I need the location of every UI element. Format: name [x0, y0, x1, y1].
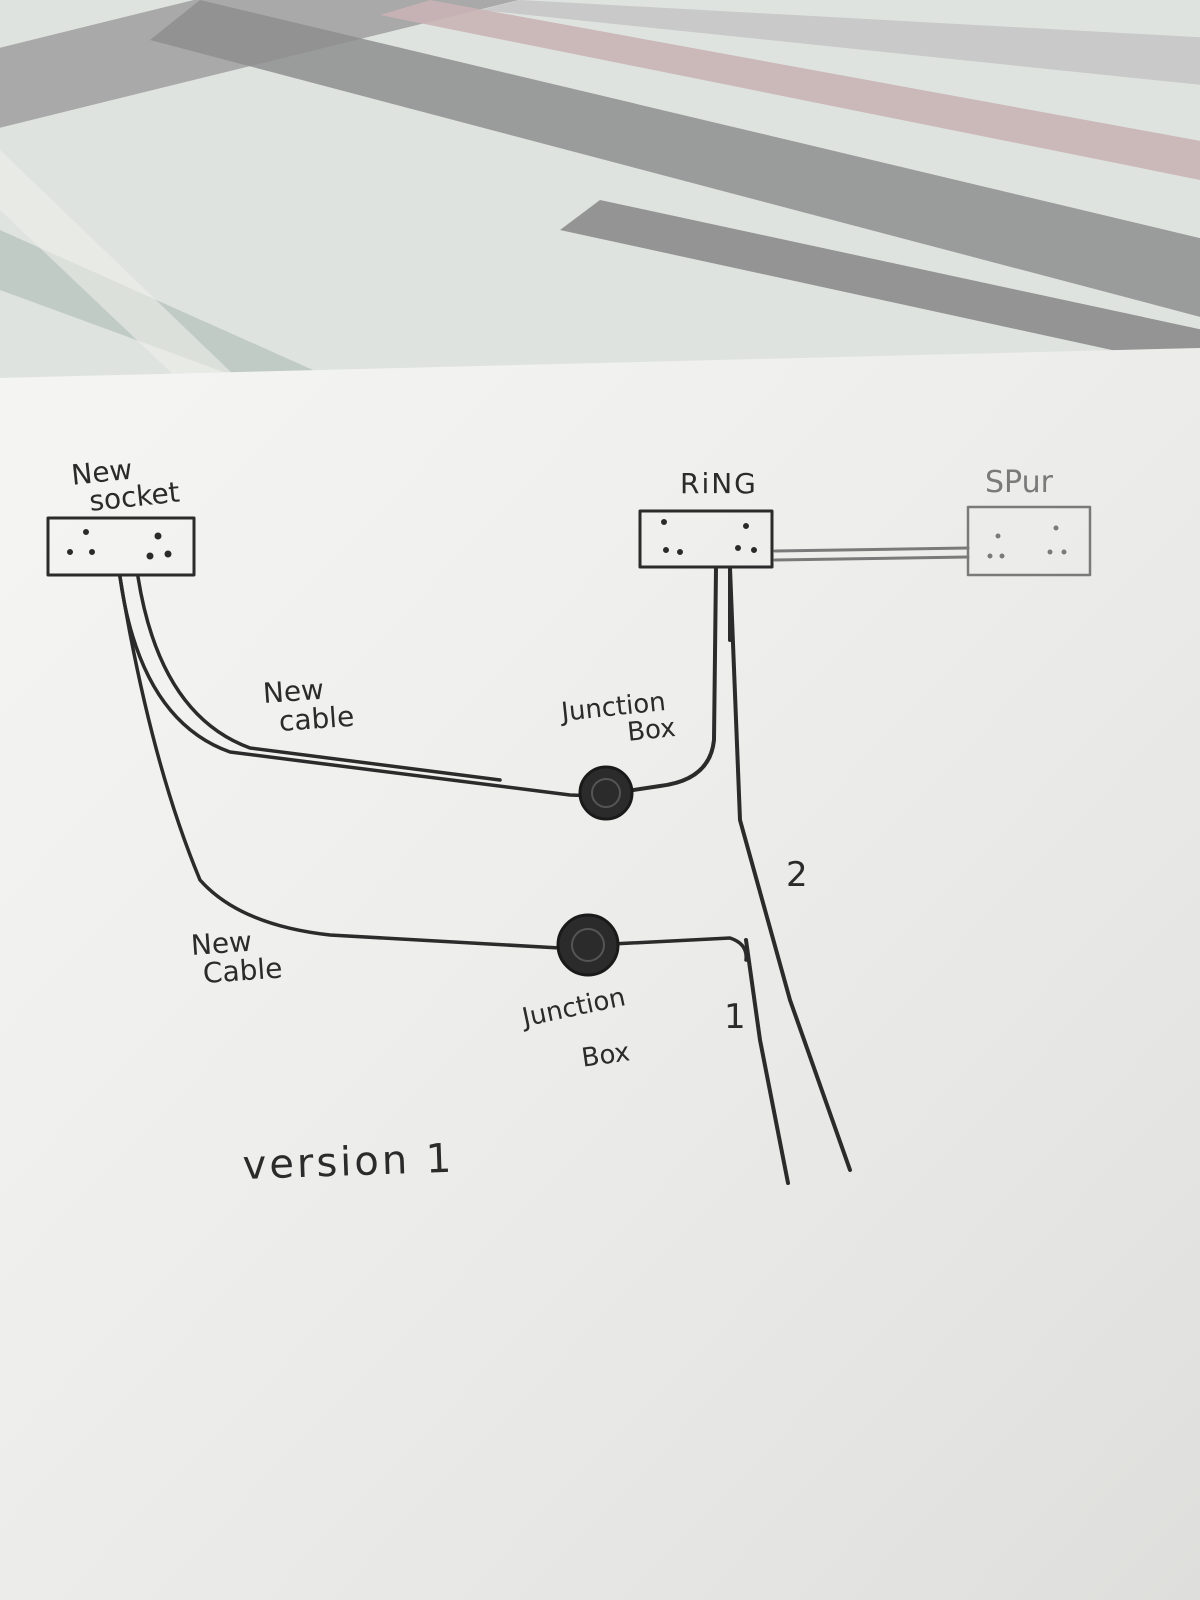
ring-cable-1 — [618, 566, 790, 1185]
number-1-label: 1 — [724, 997, 746, 1037]
ring-cable-2 — [728, 566, 852, 1172]
lower-junction-box — [556, 913, 620, 977]
new-cable-upper-label-line2: cable — [277, 699, 356, 738]
version-label: version 1 — [241, 1135, 456, 1189]
ring-label: RiNG — [680, 467, 758, 500]
bedsheet-background — [0, 0, 1200, 400]
new-socket-box — [46, 516, 196, 577]
spur-label: SPur — [985, 465, 1053, 500]
number-2-label: 2 — [786, 855, 808, 895]
junction-box-upper-label-line2: Box — [625, 712, 678, 748]
spur-cable — [773, 546, 970, 562]
spur-socket-box — [966, 505, 1092, 577]
lower-new-cable — [118, 575, 748, 962]
ring-socket-box — [638, 509, 774, 569]
upper-junction-box — [578, 765, 634, 821]
junction-box-lower-label-line2: Box — [579, 1037, 632, 1074]
new-cable-lower-label-line2: Cable — [201, 951, 284, 990]
